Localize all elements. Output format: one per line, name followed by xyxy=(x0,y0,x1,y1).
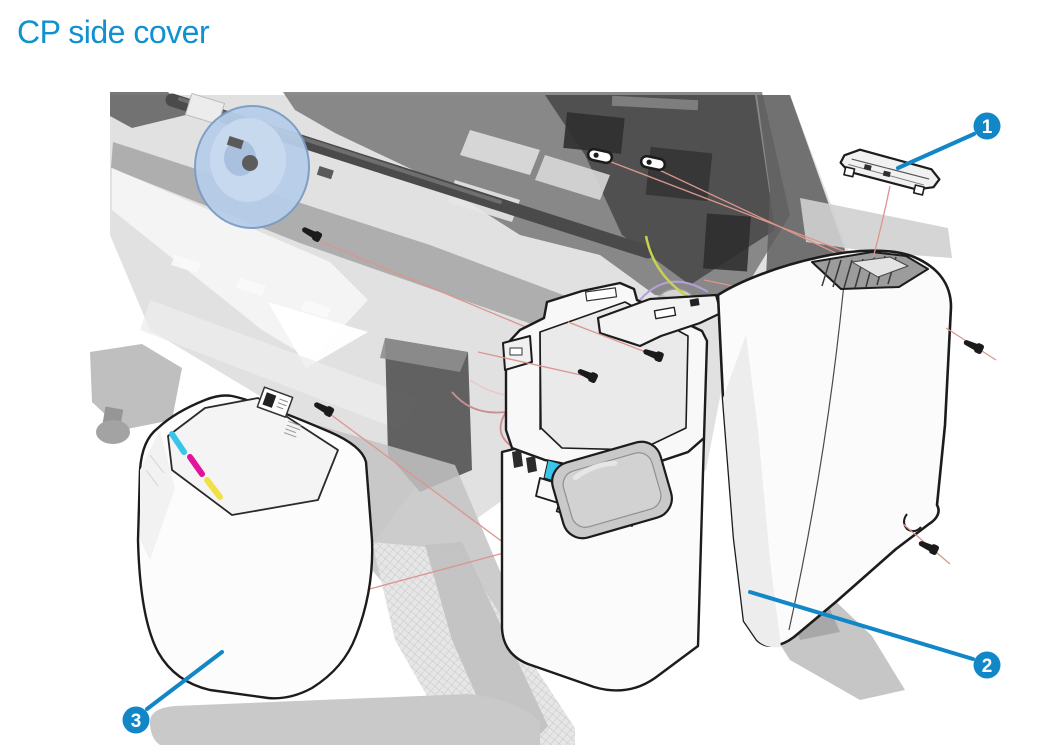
keyhole-slot xyxy=(639,154,667,172)
yellow-cable xyxy=(644,235,691,300)
page-title: CP side cover xyxy=(17,14,210,50)
warning-label xyxy=(256,386,302,438)
callout-1: 1 xyxy=(973,112,1001,140)
ink-stripe-cyan xyxy=(169,431,187,455)
screw-notch xyxy=(903,513,922,533)
part-3-cover xyxy=(136,386,374,700)
gray-lid xyxy=(551,440,673,540)
stand-foot xyxy=(150,694,540,745)
part-1-top-trim xyxy=(839,148,941,196)
ink-stripe-magenta xyxy=(187,454,205,477)
keyhole-slot xyxy=(586,147,614,165)
callout-3: 3 xyxy=(122,706,150,734)
center-cover-assembly xyxy=(500,281,709,692)
screws xyxy=(299,147,985,556)
callout-1-number: 1 xyxy=(982,117,993,138)
callout-2-number: 2 xyxy=(982,656,993,677)
ink-stripe-yellow xyxy=(204,477,223,500)
spindle-hub xyxy=(194,105,310,229)
callout-2: 2 xyxy=(973,651,1001,679)
callout-3-number: 3 xyxy=(131,711,142,732)
callout-leader-lines xyxy=(145,132,976,711)
part-2-cp-side-cover xyxy=(596,249,953,648)
top-grill xyxy=(811,251,929,290)
